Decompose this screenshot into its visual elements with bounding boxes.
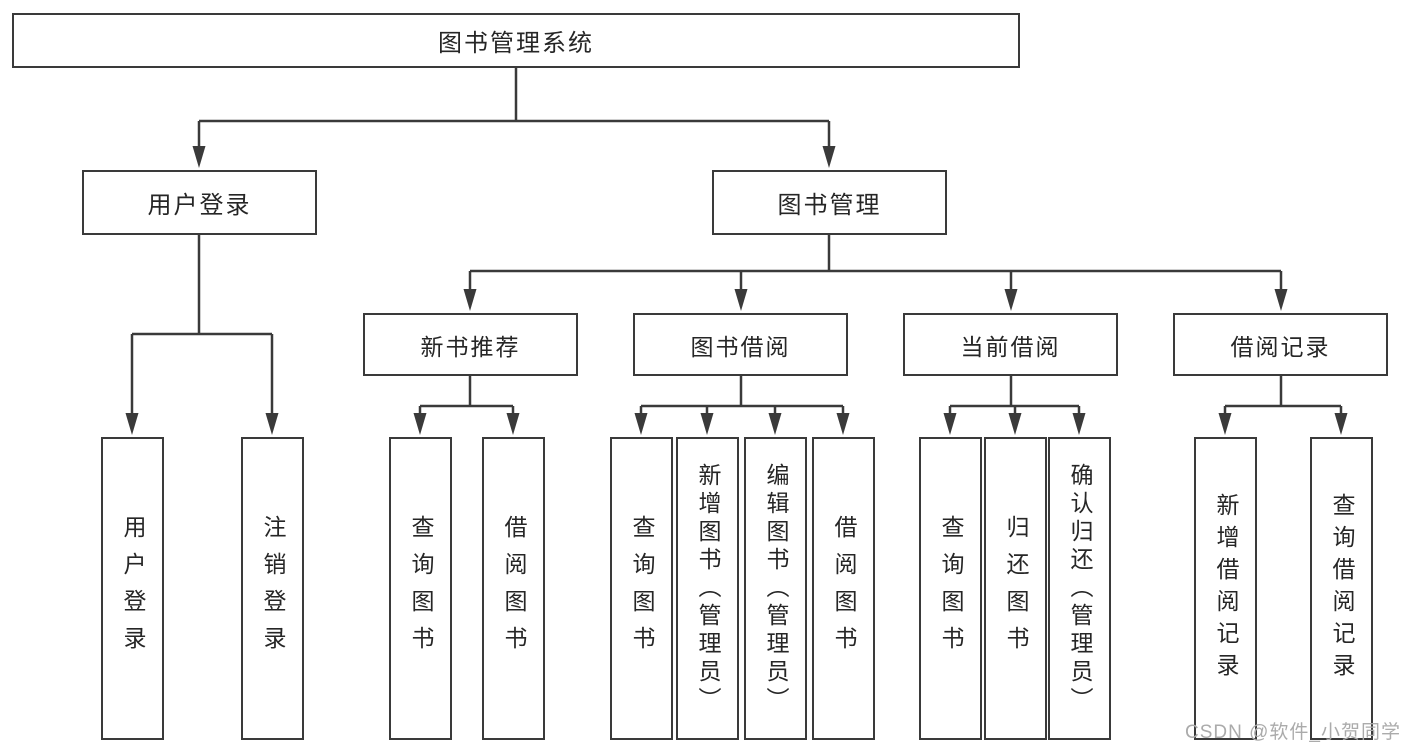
leaf-logout-label: 注销登录	[260, 514, 286, 663]
node-root: 图书管理系统	[12, 13, 1020, 68]
connector-line	[1223, 376, 1343, 415]
node-new-book-recommend-label: 新书推荐	[420, 333, 521, 360]
leaf-current-confirm-admin-label: 确认归还（管理员）	[1067, 462, 1093, 715]
connector-userlogin-split	[130, 235, 274, 415]
leaf-current-confirm-admin: 确认归还（管理员）	[1048, 437, 1111, 740]
leaf-record-query-label: 查询借阅记录	[1329, 492, 1355, 685]
node-borrow-record: 借阅记录	[1173, 313, 1388, 376]
leaf-borrow-add-admin-label: 新增图书（管理员）	[695, 462, 721, 715]
connector-current-split	[948, 376, 1081, 415]
connector-record-split	[1223, 376, 1343, 415]
node-user-login-label: 用户登录	[147, 192, 252, 219]
leaf-user-login-label: 用户登录	[120, 514, 146, 663]
arrowhead-icon	[506, 413, 520, 435]
leaf-record-add-label: 新增借阅记录	[1213, 492, 1239, 685]
arrowhead-icon	[734, 289, 748, 311]
arrowhead-icon	[700, 413, 714, 435]
connector-current-arrowheads	[943, 413, 1086, 435]
leaf-current-query: 查询图书	[919, 437, 982, 740]
leaf-newbook-query: 查询图书	[389, 437, 452, 740]
connector-userlogin-arrowheads	[125, 413, 279, 435]
connector-line	[197, 68, 831, 148]
arrowhead-icon	[1218, 413, 1232, 435]
leaf-borrow-query: 查询图书	[610, 437, 673, 740]
connector-borrow-split	[639, 376, 845, 415]
leaf-borrow-borrow-label: 借阅图书	[831, 514, 857, 663]
arrowhead-icon	[1008, 413, 1022, 435]
leaf-current-return-label: 归还图书	[1003, 514, 1029, 663]
leaf-current-return: 归还图书	[984, 437, 1047, 740]
leaf-record-add: 新增借阅记录	[1194, 437, 1257, 740]
connector-newbook-split	[418, 376, 515, 415]
leaf-newbook-borrow-label: 借阅图书	[501, 514, 527, 663]
arrowhead-icon	[1072, 413, 1086, 435]
arrowhead-icon	[192, 146, 206, 168]
leaf-borrow-add-admin: 新增图书（管理员）	[676, 437, 739, 740]
node-book-borrow: 图书借阅	[633, 313, 848, 376]
connector-root-arrowheads	[192, 146, 836, 168]
connector-newbook-arrowheads	[413, 413, 520, 435]
leaf-newbook-borrow: 借阅图书	[482, 437, 545, 740]
node-current-borrow: 当前借阅	[903, 313, 1118, 376]
connector-record-arrowheads	[1218, 413, 1348, 435]
leaf-borrow-borrow: 借阅图书	[812, 437, 875, 740]
arrowhead-icon	[125, 413, 139, 435]
node-root-label: 图书管理系统	[438, 30, 594, 57]
connector-line	[418, 376, 515, 415]
arrowhead-icon	[634, 413, 648, 435]
leaf-newbook-query-label: 查询图书	[408, 514, 434, 663]
arrowhead-icon	[1004, 289, 1018, 311]
leaf-user-login: 用户登录	[101, 437, 164, 740]
arrowhead-icon	[463, 289, 477, 311]
connector-line	[948, 376, 1081, 415]
arrowhead-icon	[836, 413, 850, 435]
node-new-book-recommend: 新书推荐	[363, 313, 578, 376]
node-user-login: 用户登录	[82, 170, 317, 235]
arrowhead-icon	[943, 413, 957, 435]
leaf-borrow-edit-admin: 编辑图书（管理员）	[744, 437, 807, 740]
connector-line	[468, 235, 1283, 291]
arrowhead-icon	[822, 146, 836, 168]
arrowhead-icon	[265, 413, 279, 435]
connector-level3-arrowheads	[463, 289, 1288, 311]
arrowhead-icon	[1334, 413, 1348, 435]
connector-bookmgmt-to-level3	[468, 235, 1283, 291]
connector-line	[130, 235, 274, 415]
leaf-current-query-label: 查询图书	[938, 514, 964, 663]
arrowhead-icon	[1274, 289, 1288, 311]
csdn-watermark: CSDN @软件_小贺同学	[1185, 722, 1401, 743]
leaf-borrow-query-label: 查询图书	[629, 514, 655, 663]
leaf-record-query: 查询借阅记录	[1310, 437, 1373, 740]
node-book-management: 图书管理	[712, 170, 947, 235]
leaf-logout: 注销登录	[241, 437, 304, 740]
node-current-borrow-label: 当前借阅	[960, 333, 1061, 360]
arrowhead-icon	[413, 413, 427, 435]
node-borrow-record-label: 借阅记录	[1230, 333, 1331, 360]
node-book-borrow-label: 图书借阅	[690, 333, 791, 360]
connector-line	[639, 376, 845, 415]
connector-borrow-arrowheads	[634, 413, 850, 435]
connector-root-to-level2	[197, 68, 831, 148]
leaf-borrow-edit-admin-label: 编辑图书（管理员）	[763, 462, 789, 715]
arrowhead-icon	[768, 413, 782, 435]
node-book-management-label: 图书管理	[777, 192, 882, 219]
